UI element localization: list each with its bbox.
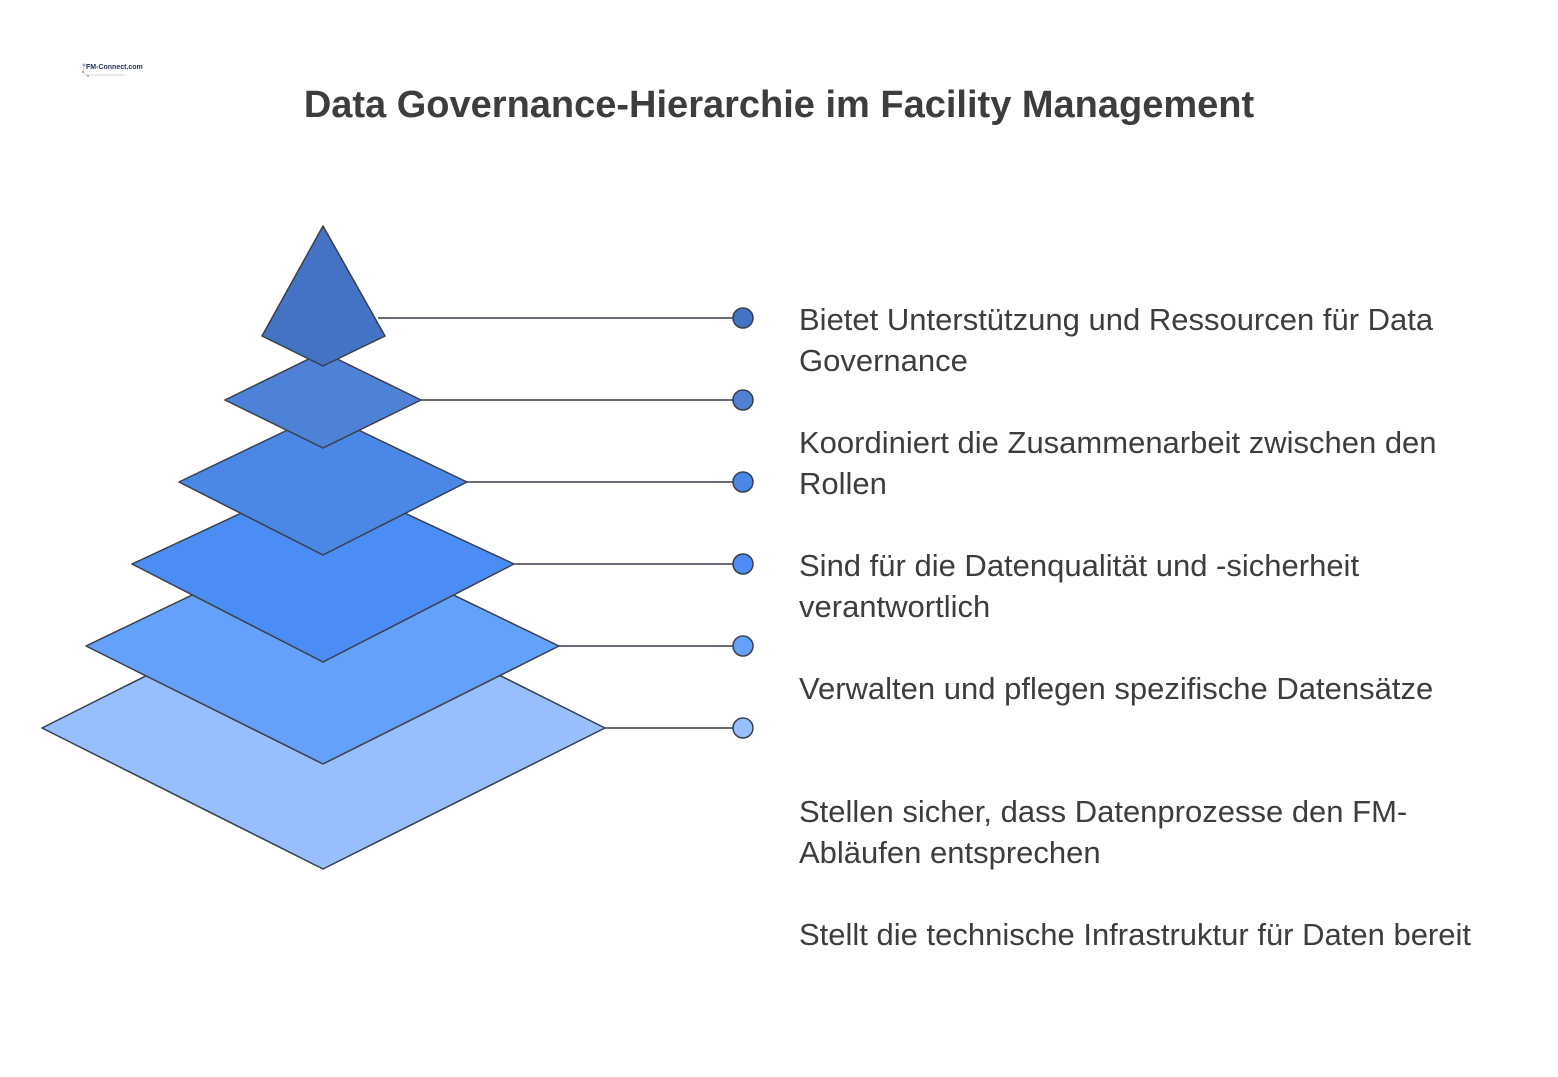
pyramid-tier-level-3 — [178, 412, 468, 556]
pyramid-tip-level-1 — [261, 225, 386, 367]
level-description-1: Bietet Unterstützung und Ressourcen für … — [799, 302, 1434, 378]
connector-dot-level-3 — [732, 471, 754, 493]
connector-dot-level-4 — [732, 553, 754, 575]
connector-dot-level-1 — [732, 307, 754, 329]
logo-mark-icon — [81, 63, 124, 77]
page-title: Data Governance-Hierarchie im Facility M… — [303, 84, 1255, 126]
level-description-5: Stellen sicher, dass Datenprozesse den F… — [799, 794, 1408, 870]
logo-text: FM-Connect.com — [86, 64, 143, 71]
level-description-4: Verwalten und pflegen spezifische Datens… — [799, 671, 1434, 706]
connector-dot-level-2 — [732, 389, 754, 411]
connector-dot-level-6 — [732, 717, 754, 739]
brand-logo: FM-Connect.com — [80, 60, 143, 80]
level-description-2: Koordiniert die Zusammenarbeit zwischen … — [799, 425, 1437, 501]
connector-dot-level-5 — [732, 635, 754, 657]
level-description-6: Stellt die technische Infrastruktur für … — [799, 917, 1471, 952]
pyramid-tier-level-4 — [131, 474, 515, 663]
level-description-3: Sind für die Datenqualität und -sicherhe… — [799, 548, 1360, 624]
pyramid-tier-level-2 — [224, 351, 422, 449]
